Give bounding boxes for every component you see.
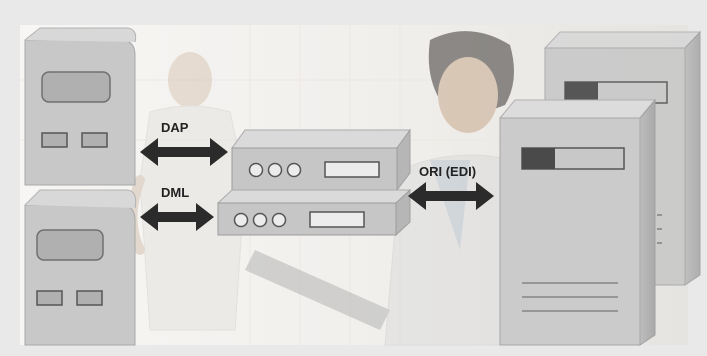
server-tower-front bbox=[498, 98, 657, 346]
interface-box-lower bbox=[216, 188, 412, 237]
instrument-display-icon bbox=[36, 229, 104, 261]
indicator-light-icon bbox=[233, 212, 249, 228]
ori-edi-label: ORI (EDI) bbox=[419, 164, 476, 179]
interface-box-upper bbox=[231, 128, 411, 192]
instrument-button-icon bbox=[36, 290, 63, 306]
slot-icon bbox=[324, 161, 380, 178]
dap-label: DAP bbox=[161, 120, 189, 135]
instrument-bottom-left bbox=[24, 189, 137, 346]
instrument-display-icon bbox=[41, 71, 111, 103]
dml-connection-arrow bbox=[140, 203, 214, 231]
instrument-top-left bbox=[24, 27, 137, 186]
ori-connection-arrow bbox=[408, 182, 494, 210]
slot-icon bbox=[309, 211, 365, 228]
dml-label: DML bbox=[161, 185, 189, 200]
indicator-light-icon bbox=[267, 162, 283, 178]
dap-connection-arrow bbox=[140, 138, 228, 166]
indicator-light-icon bbox=[252, 212, 268, 228]
instrument-button-icon bbox=[81, 132, 108, 148]
indicator-light-icon bbox=[286, 162, 302, 178]
indicator-light-icon bbox=[271, 212, 287, 228]
indicator-light-icon bbox=[248, 162, 264, 178]
instrument-button-icon bbox=[76, 290, 103, 306]
instrument-button-icon bbox=[41, 132, 68, 148]
